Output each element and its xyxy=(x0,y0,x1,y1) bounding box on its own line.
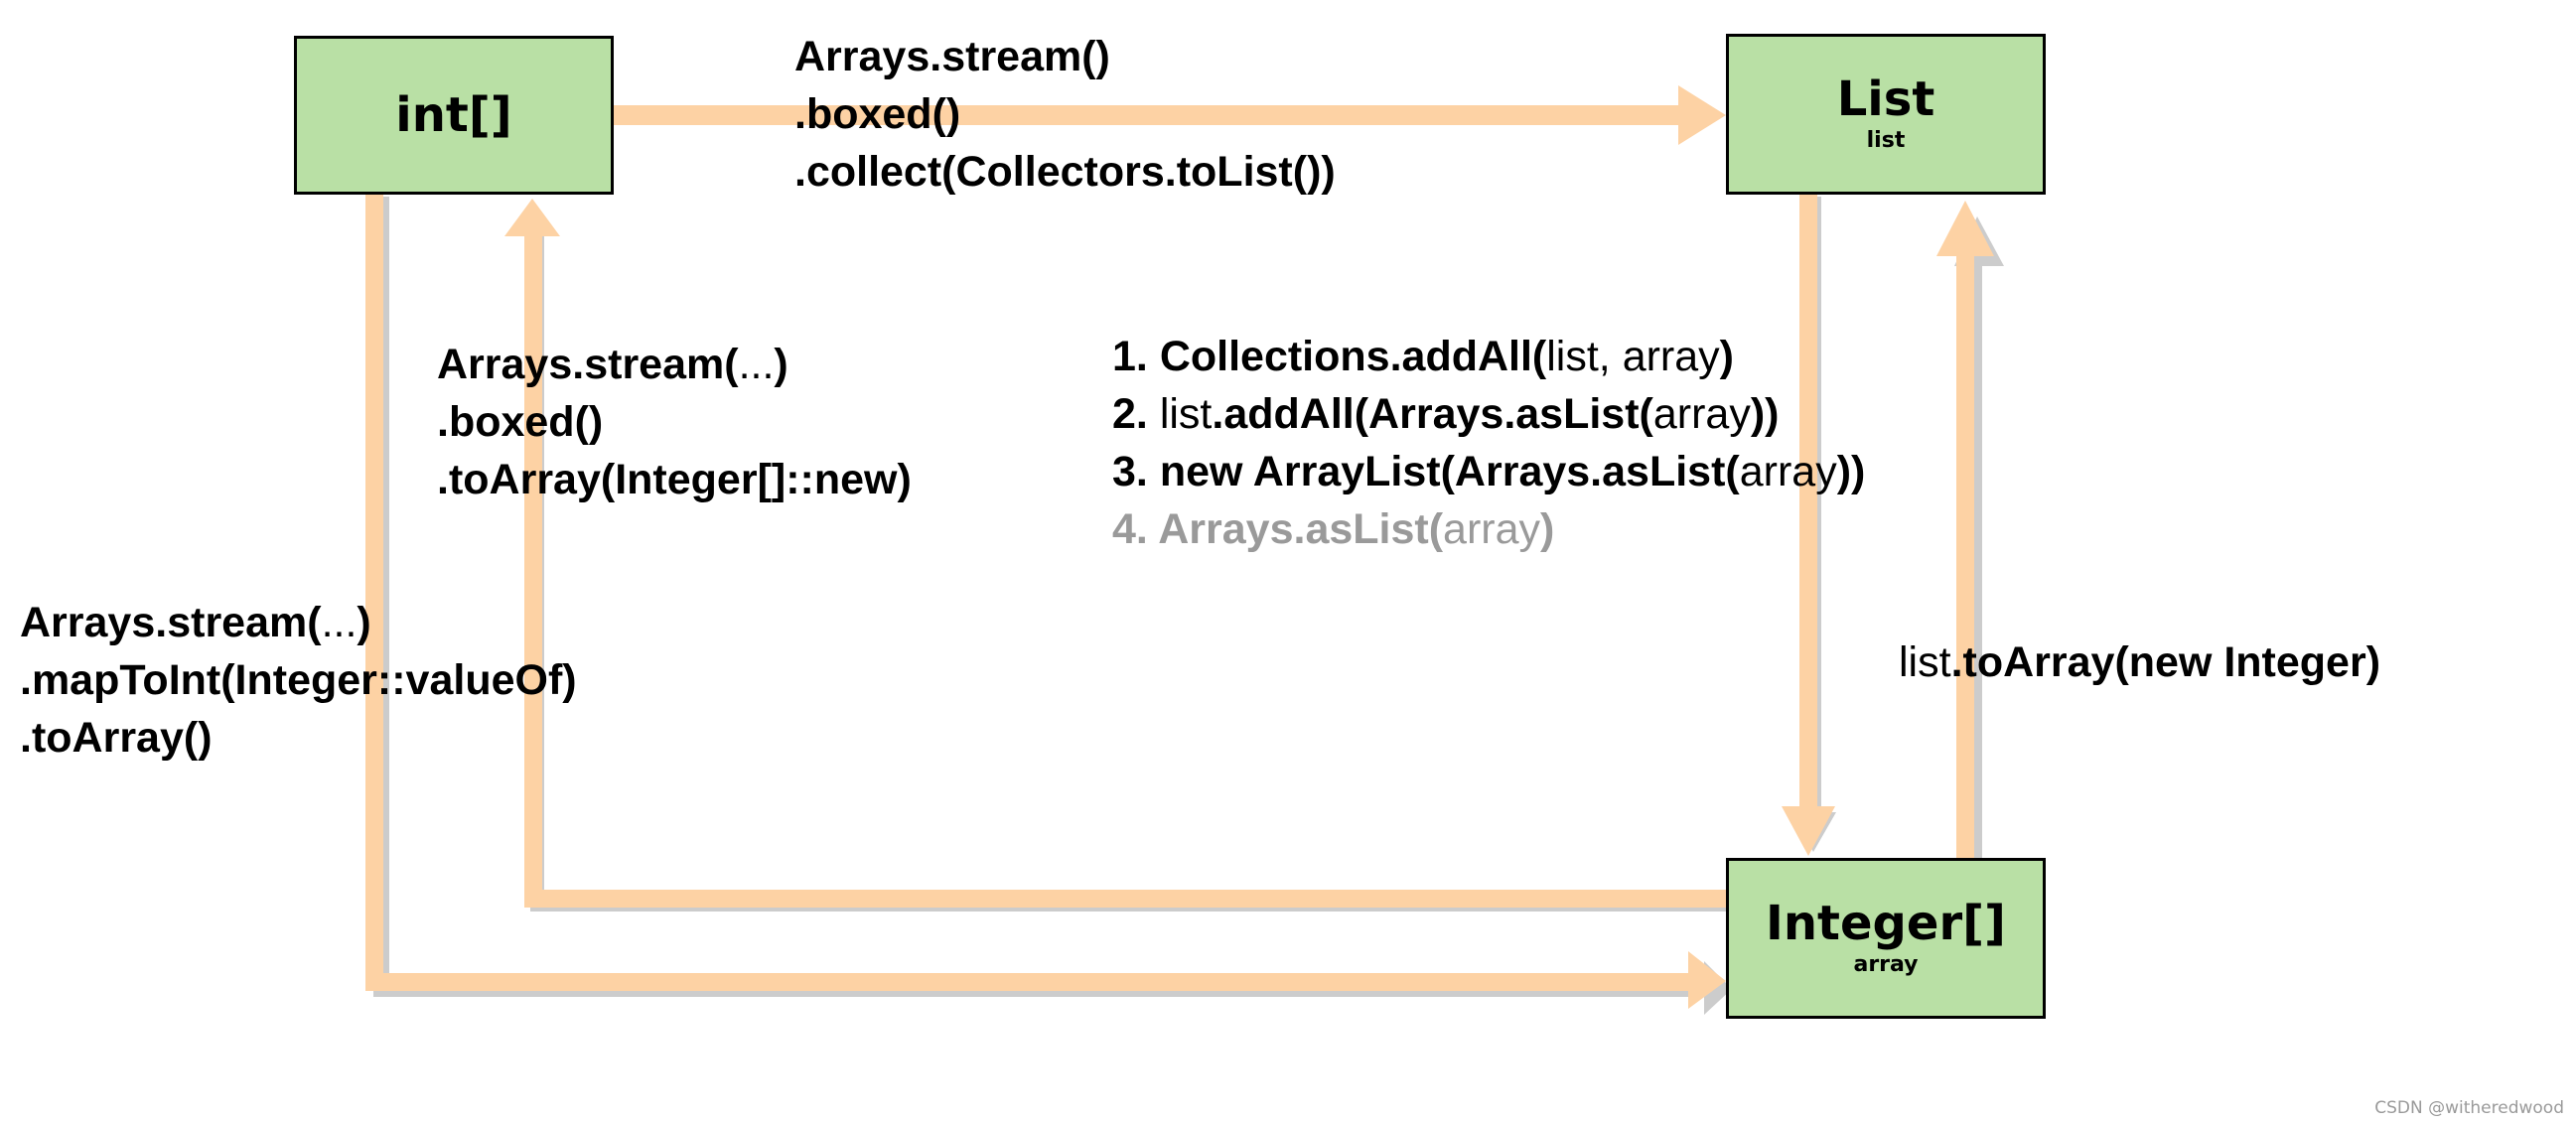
code-part: list xyxy=(1899,638,1951,686)
label-line: Arrays.stream() xyxy=(794,33,1110,80)
watermark: CSDN @witheredwood xyxy=(2374,1098,2564,1118)
code-part: array xyxy=(1652,390,1751,438)
label-part: ) xyxy=(774,341,788,388)
code-part: Arrays.asList( xyxy=(1147,505,1444,553)
label-int-to-list: Arrays.stream() .boxed() .collect(Collec… xyxy=(794,28,1336,201)
code-part: ) xyxy=(1719,333,1734,380)
method-item-3: 3. new ArrayList(Arrays.asList(array)) xyxy=(1112,443,1865,500)
label-part: ... xyxy=(321,599,358,646)
label-list-to-array: list.toArray(new Integer) xyxy=(1899,633,2380,691)
item-number: 1. xyxy=(1112,333,1148,380)
code-part: .toArray(new Integer) xyxy=(1950,638,2381,686)
label-array-to-list: 1. Collections.addAll(list, array) 2. li… xyxy=(1112,328,1865,558)
item-number: 2. xyxy=(1112,390,1148,438)
label-part: ... xyxy=(738,341,775,388)
label-part: ) xyxy=(357,599,371,646)
code-part: array xyxy=(1443,505,1541,553)
label-line: .toArray() xyxy=(20,714,213,762)
item-number: 4. xyxy=(1112,505,1148,553)
int-array-title: int[] xyxy=(395,86,512,143)
integer-array-box: Integer[] array xyxy=(1726,858,2046,1019)
label-line: .collect(Collectors.toList()) xyxy=(794,148,1336,196)
code-part: array xyxy=(1739,448,1837,495)
label-part: Arrays.stream( xyxy=(20,599,322,646)
method-item-1: 1. Collections.addAll(list, array) xyxy=(1112,328,1865,385)
code-part: list xyxy=(1159,390,1213,438)
code-part: .addAll(Arrays.asList( xyxy=(1212,390,1653,438)
label-line: .boxed() xyxy=(437,398,604,446)
code-part: list, array xyxy=(1546,333,1720,380)
item-number: 3. xyxy=(1112,448,1148,495)
label-integer-to-int: Arrays.stream(...) .mapToInt(Integer::va… xyxy=(20,594,577,767)
method-item-4: 4. Arrays.asList(array) xyxy=(1112,500,1865,558)
code-part: )) xyxy=(1836,448,1866,495)
list-subtitle: list xyxy=(1866,128,1906,153)
code-part: new ArrayList(Arrays.asList( xyxy=(1147,448,1740,495)
label-line: .boxed() xyxy=(794,90,961,138)
integer-array-title: Integer[] xyxy=(1766,895,2006,951)
label-part: Arrays.stream( xyxy=(437,341,739,388)
integer-array-subtitle: array xyxy=(1853,952,1919,977)
code-part xyxy=(1148,390,1160,438)
label-line: .toArray(Integer[]::new) xyxy=(437,456,912,503)
code-part: ) xyxy=(1540,505,1555,553)
label-line: .mapToInt(Integer::valueOf) xyxy=(20,656,577,704)
label-int-to-integer: Arrays.stream(...) .boxed() .toArray(Int… xyxy=(437,336,912,508)
int-array-box: int[] xyxy=(294,36,614,195)
list-box: List list xyxy=(1726,34,2046,195)
arrow-integer-to-list xyxy=(1936,201,1994,858)
code-part: )) xyxy=(1750,390,1780,438)
arrow-list-to-integer xyxy=(1782,195,1835,856)
method-item-2: 2. list.addAll(Arrays.asList(array)) xyxy=(1112,385,1865,443)
list-title: List xyxy=(1836,70,1935,127)
code-part: Collections.addAll( xyxy=(1147,333,1547,380)
arrow-int-to-list xyxy=(614,85,1726,145)
